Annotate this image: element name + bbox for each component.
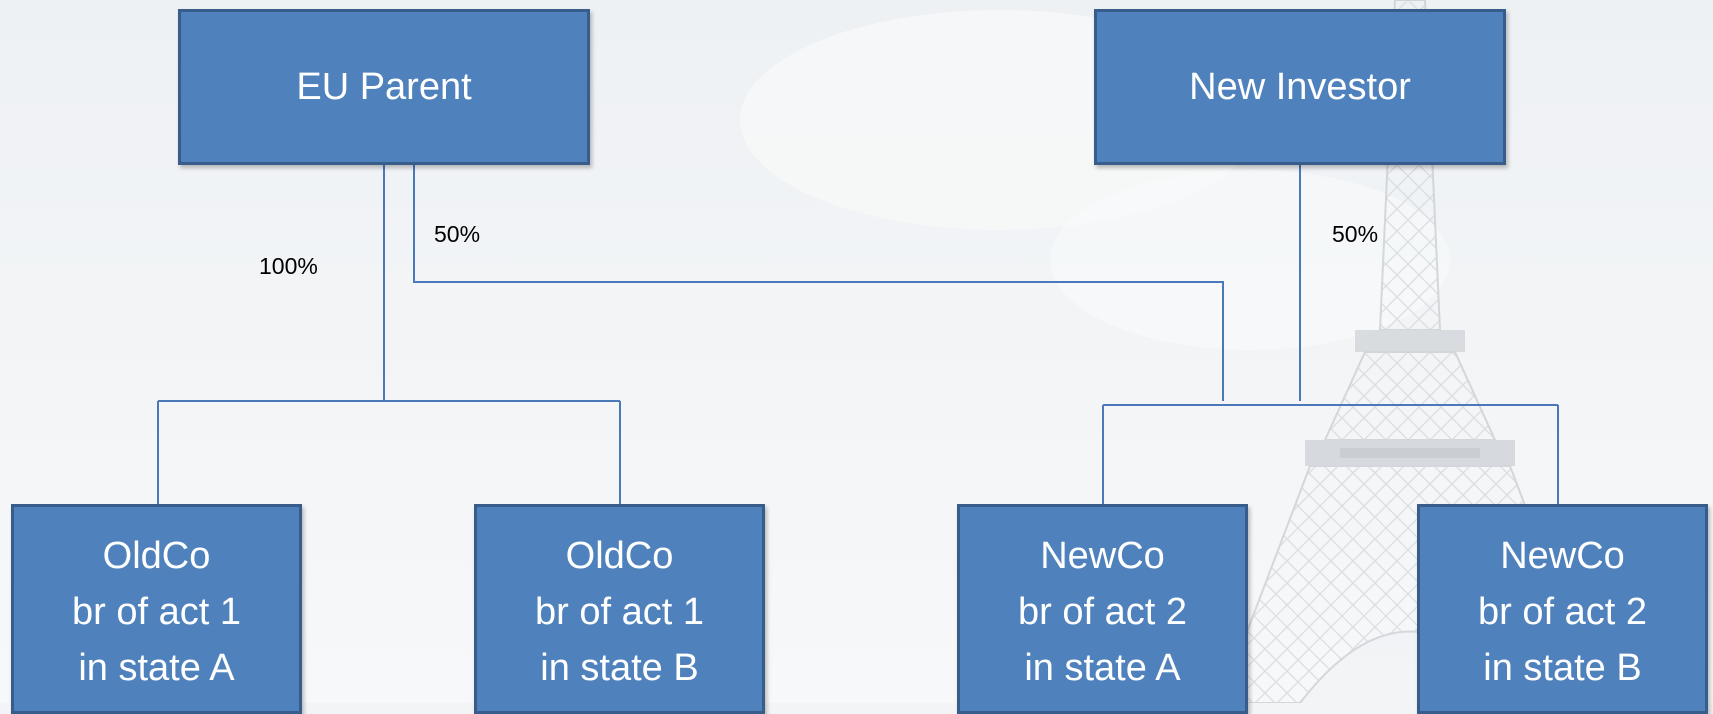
new-investor-box[interactable]: New Investor (1094, 9, 1506, 165)
eu-parent-box[interactable]: EU Parent (178, 9, 590, 165)
oldco-state-b-box[interactable]: OldCo br of act 1 in state B (474, 504, 765, 714)
eu-parent-to-oldco-connector (157, 163, 621, 505)
subsidiary-name: OldCo (565, 535, 674, 577)
subsidiary-name: NewCo (1040, 535, 1165, 577)
subsidiary-branch: br of act 2 (1018, 591, 1187, 633)
subsidiary-branch: br of act 2 (1478, 591, 1647, 633)
subsidiary-branch: br of act 1 (72, 591, 241, 633)
subsidiary-state: in state B (540, 647, 699, 689)
ownership-50-new-investor-label: 50% (1332, 221, 1379, 247)
oldco-state-a-box[interactable]: OldCo br of act 1 in state A (11, 504, 302, 714)
newco-state-b-box[interactable]: NewCo br of act 2 in state B (1417, 504, 1708, 714)
newco-state-a-box[interactable]: NewCo br of act 2 in state A (957, 504, 1248, 714)
subsidiary-branch: br of act 1 (535, 591, 704, 633)
eu-parent-to-newco-connector (413, 163, 1224, 401)
subsidiary-state: in state A (1024, 647, 1181, 689)
new-investor-label: New Investor (1189, 65, 1411, 108)
ownership-50-eu-parent-label: 50% (434, 221, 481, 247)
subsidiary-name: NewCo (1500, 535, 1625, 577)
subsidiary-state: in state A (78, 647, 235, 689)
subsidiary-state: in state B (1483, 647, 1642, 689)
eu-parent-label: EU Parent (296, 65, 472, 108)
subsidiary-name: OldCo (102, 535, 211, 577)
ownership-100-label: 100% (259, 253, 318, 279)
newco-bus-connector (1102, 404, 1559, 505)
